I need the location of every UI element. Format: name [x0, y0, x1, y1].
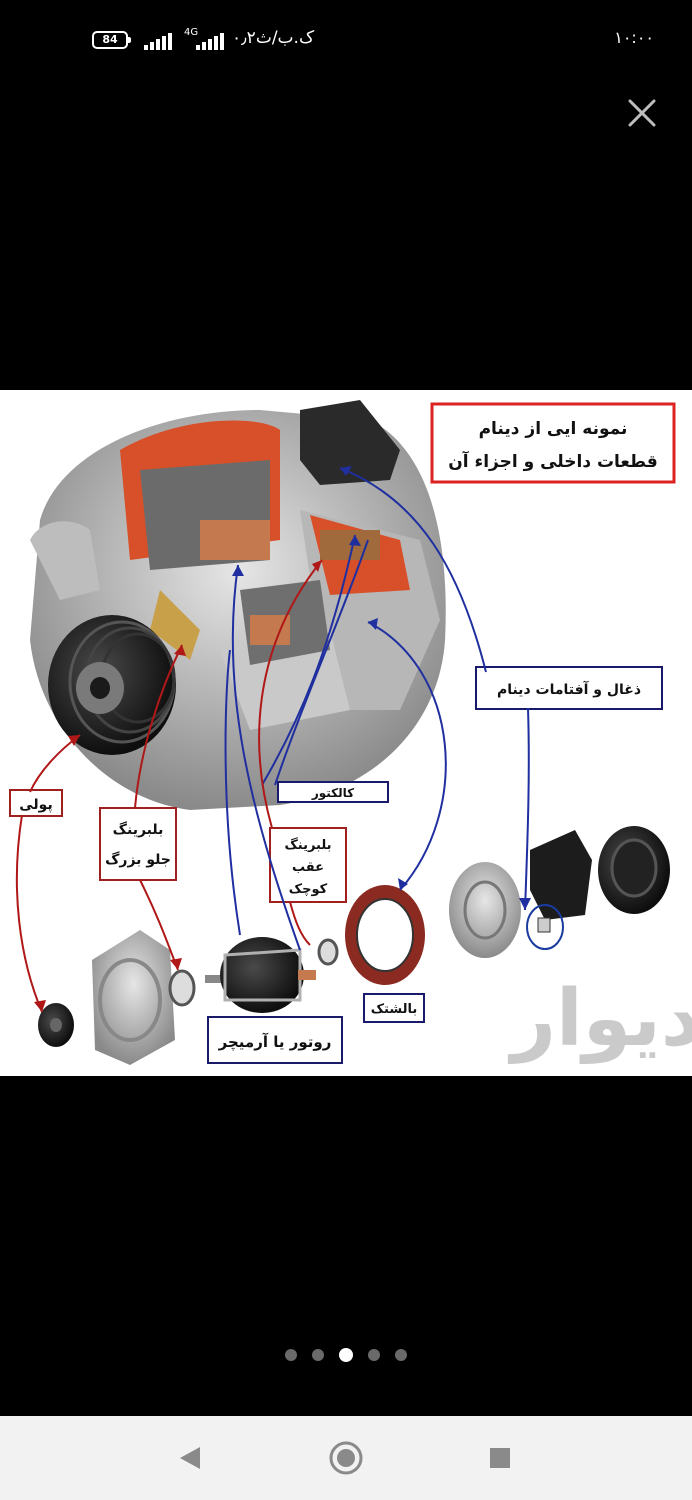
battery-icon: 84	[92, 31, 131, 49]
label-box-rotor	[207, 1016, 343, 1064]
label-rear-bearing-line1: بلبرینگ	[284, 837, 331, 853]
watermark-divar: دیوار	[507, 974, 692, 1064]
data-speed: ۰٫۲ک.ب/ث	[232, 28, 315, 48]
signal-strength-icon-2	[196, 33, 224, 50]
label-stator: بالشتک	[371, 1002, 418, 1017]
pager-dot-5[interactable]	[395, 1348, 408, 1361]
back-triangle-icon	[180, 1447, 200, 1469]
home-button[interactable]	[326, 1438, 366, 1478]
alternator-diagram: نمونه ایی از دینام قطعات داخلی و اجزاء آ…	[9, 400, 692, 1065]
blue-arrowheads	[232, 466, 531, 910]
label-rotor: روتور یا آرمیچر	[218, 1033, 332, 1052]
title-line-1: نمونه ایی از دینام	[479, 419, 628, 439]
label-front-bearing-line2: جلو بزرگ	[105, 851, 171, 868]
label-rear-bearing-line3: کوچک	[289, 882, 328, 897]
exploded-parts	[38, 826, 670, 1065]
image-pager	[0, 1344, 692, 1364]
title-line-2: قطعات داخلی و اجزاء آن	[448, 450, 657, 472]
pager-dot-1[interactable]	[284, 1348, 297, 1361]
label-box-front-bearing	[99, 807, 177, 881]
alternator-diagram-image[interactable]: نمونه ایی از دینام قطعات داخلی و اجزاء آ…	[0, 390, 692, 1076]
pager-dot-2[interactable]	[311, 1348, 324, 1361]
home-circle-icon	[329, 1441, 363, 1475]
label-front-bearing-line1: بلبرینگ	[113, 821, 164, 838]
title-box	[430, 402, 676, 484]
clock: ۱۰:۰۰	[614, 28, 654, 47]
close-icon	[628, 99, 656, 127]
pager-dot-4[interactable]	[368, 1348, 381, 1361]
label-box-rear-bearing	[269, 827, 347, 903]
recents-square-icon	[490, 1448, 510, 1468]
label-pulley: پولی	[19, 797, 52, 813]
pager-dot-3-active[interactable]	[339, 1347, 353, 1362]
back-button[interactable]	[170, 1438, 210, 1478]
blue-arrows	[224, 467, 530, 951]
network-type: 4G	[184, 27, 199, 38]
label-box-brushes	[475, 666, 663, 710]
alternator-cutaway	[30, 400, 446, 810]
close-button[interactable]	[626, 97, 658, 129]
signal-strength-icon	[144, 33, 172, 50]
label-collector: کالکتور	[311, 786, 354, 801]
label-box-collector	[277, 781, 389, 803]
label-brushes: ذغال و آفتامات دینام	[497, 680, 641, 698]
battery-level: 84	[102, 33, 118, 46]
system-navigation-bar	[0, 1416, 692, 1500]
label-box-stator	[363, 993, 425, 1023]
recents-button[interactable]	[480, 1438, 520, 1478]
red-arrowheads	[34, 560, 322, 1012]
status-bar: 84 4G ۰٫۲ک.ب/ث ۱۰:۰۰	[0, 0, 692, 80]
label-box-pulley	[9, 789, 63, 817]
label-rear-bearing-line2: عقب	[292, 860, 324, 875]
pulley-assembly	[48, 615, 176, 755]
